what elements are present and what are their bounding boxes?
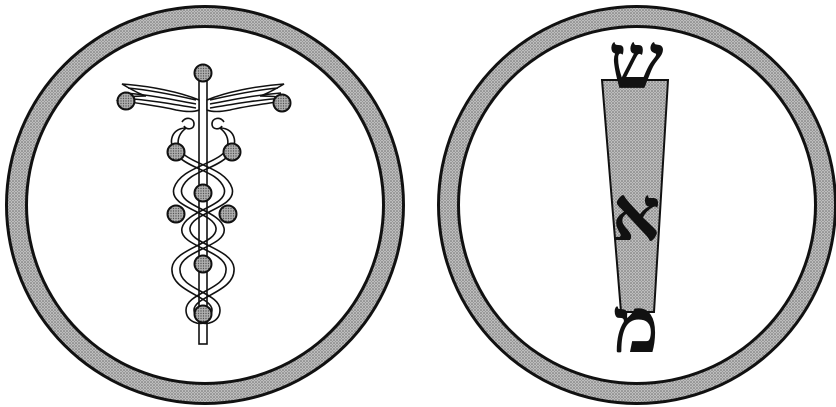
sephirah-node [168,206,185,223]
sephirah-node [118,93,135,110]
right-emblem: ש א מ [437,5,836,405]
sephirah-node [195,306,212,323]
letter-aleph: א [612,169,661,258]
sephirah-node [224,144,241,161]
sephirah-node [168,144,185,161]
sephirah-node [195,185,212,202]
sephirah-node [195,65,212,82]
sephirah-node [274,95,291,112]
sephirah-node [195,256,212,273]
sephirah-node [220,206,237,223]
letter-mem: מ [613,280,659,371]
left-emblem [5,5,405,405]
letter-shin: ש [608,16,663,107]
